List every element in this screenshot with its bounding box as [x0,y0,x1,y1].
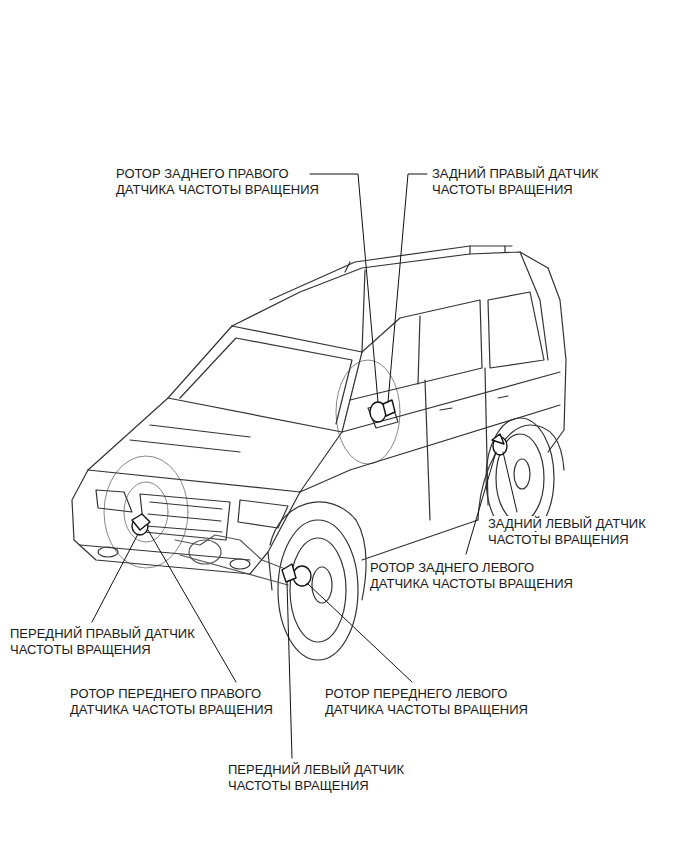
part-label-text: ЗАДНИЙ ЛЕВЫЙ ДАТЧИК ЧАСТОТЫ ВРАЩЕНИЯ [488,516,646,547]
part-label: ЗАДНИЙ ЛЕВЫЙ ДАТЧИК ЧАСТОТЫ ВРАЩЕНИЯ [488,516,684,548]
part-label-text: ПЕРЕДНИЙ ЛЕВЫЙ ДАТЧИК ЧАСТОТЫ ВРАЩЕНИЯ [228,762,404,793]
part-label: ЗАДНИЙ ПРАВЫЙ ДАТЧИК ЧАСТОТЫ ВРАЩЕНИЯ [432,166,640,198]
part-label: ПЕРЕДНИЙ ЛЕВЫЙ ДАТЧИК ЧАСТОТЫ ВРАЩЕНИЯ [228,762,442,794]
part-label-text: РОТОР ПЕРЕДНЕГО ПРАВОГО ДАТЧИКА ЧАСТОТЫ … [70,686,273,717]
part-label-text: ПЕРЕДНИЙ ПРАВЫЙ ДАТЧИК ЧАСТОТЫ ВРАЩЕНИЯ [10,626,195,657]
part-label: РОТОР ЗАДНЕГО ПРАВОГО ДАТЧИКА ЧАСТОТЫ ВР… [116,166,344,198]
part-label-text: РОТОР ПЕРЕДНЕГО ЛЕВОГО ДАТЧИКА ЧАСТОТЫ В… [325,686,528,717]
part-label-text: РОТОР ЗАДНЕГО ЛЕВОГО ДАТЧИКА ЧАСТОТЫ ВРА… [370,560,573,591]
part-label-text: ЗАДНИЙ ПРАВЫЙ ДАТЧИК ЧАСТОТЫ ВРАЩЕНИЯ [432,166,598,197]
part-label: ПЕРЕДНИЙ ПРАВЫЙ ДАТЧИК ЧАСТОТЫ ВРАЩЕНИЯ [10,626,226,658]
part-label-text: РОТОР ЗАДНЕГО ПРАВОГО ДАТЧИКА ЧАСТОТЫ ВР… [116,166,319,197]
part-label: РОТОР ПЕРЕДНЕГО ЛЕВОГО ДАТЧИКА ЧАСТОТЫ В… [325,686,565,718]
part-label: РОТОР ПЕРЕДНЕГО ПРАВОГО ДАТЧИКА ЧАСТОТЫ … [70,686,310,718]
part-label: РОТОР ЗАДНЕГО ЛЕВОГО ДАТЧИКА ЧАСТОТЫ ВРА… [370,560,598,592]
